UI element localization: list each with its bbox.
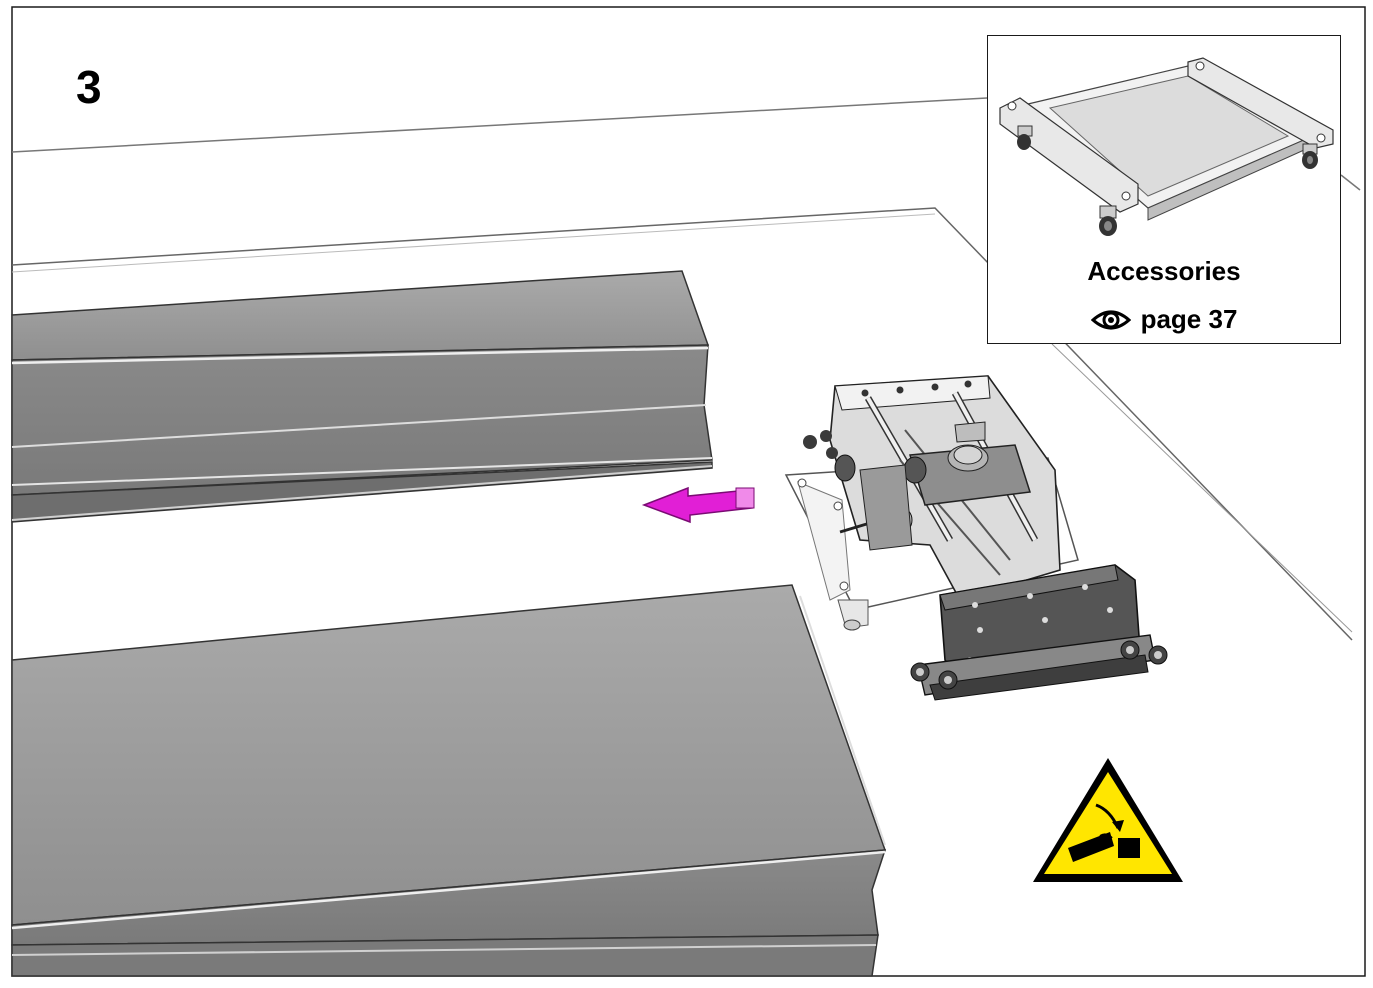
page-reference-link[interactable]: page 37	[988, 306, 1340, 337]
eye-icon	[1090, 307, 1131, 337]
accessory-cart-illustration	[999, 57, 1334, 236]
accessories-title: Accessories	[1087, 256, 1241, 286]
left-arrow-icon	[641, 486, 755, 524]
accessories-inset: Accessories page 37	[987, 35, 1341, 344]
lower-beam	[11, 584, 887, 977]
crush-hazard-warning-icon	[1033, 758, 1183, 882]
step-number: 3	[76, 61, 102, 113]
floor-platform	[11, 97, 1361, 641]
page-reference-label: page 37	[1140, 304, 1238, 334]
trolley-device	[784, 375, 1168, 701]
upper-beam	[11, 270, 713, 523]
